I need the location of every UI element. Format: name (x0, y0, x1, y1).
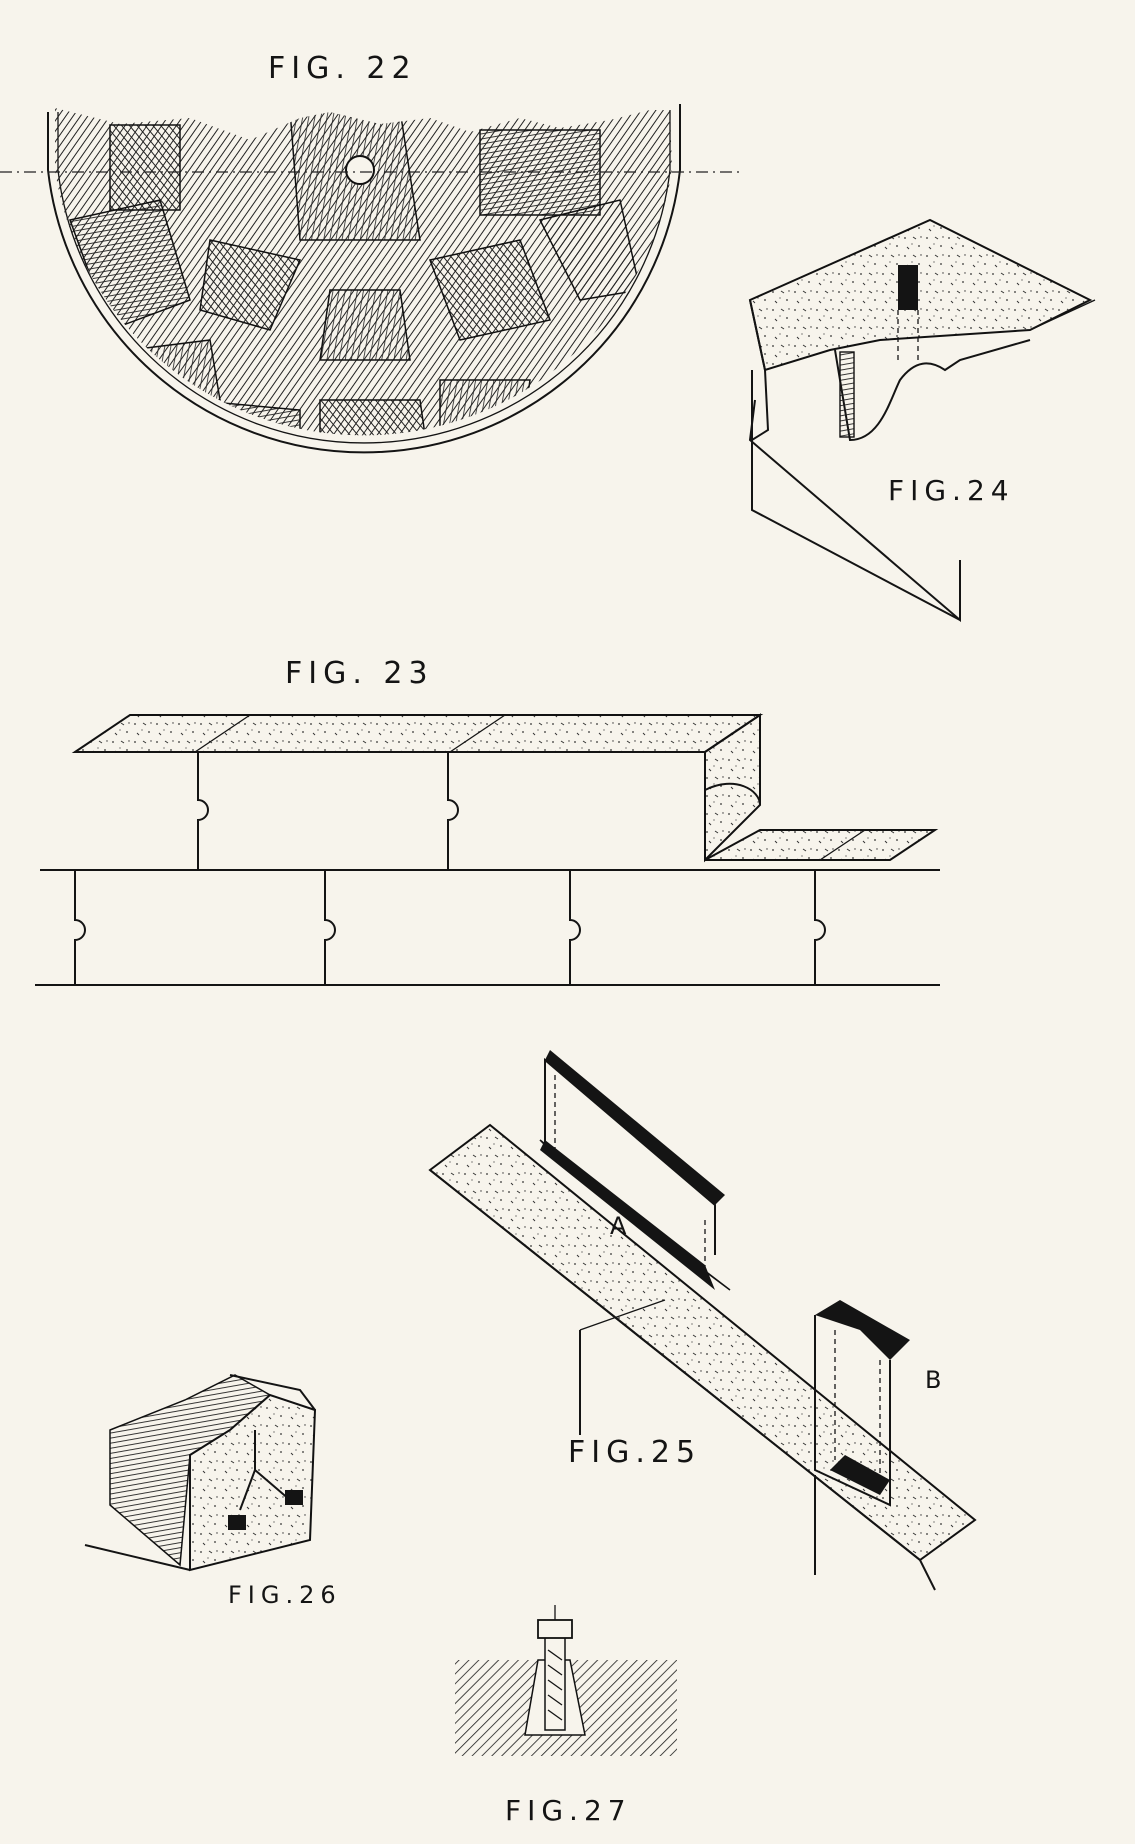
fig24-drawing (748, 218, 1096, 623)
fig25-label-b: B (925, 1366, 941, 1394)
fig27-drawing (455, 1605, 677, 1756)
fig27-caption: FIG.27 (505, 1794, 632, 1827)
fig25-label-a: A (610, 1212, 627, 1240)
fig24-caption: FIG.24 (888, 474, 1015, 507)
fig26-drawing (84, 1374, 317, 1572)
fig26-caption: FIG.26 (228, 1581, 342, 1609)
fig25-drawing (428, 1050, 977, 1591)
fig23-caption: FIG. 23 (285, 656, 434, 691)
fig22-caption: FIG. 22 (268, 51, 417, 86)
fig25-caption: FIG.25 (568, 1435, 701, 1470)
fig22-drawing (0, 104, 740, 454)
fig23-drawing (35, 713, 940, 986)
